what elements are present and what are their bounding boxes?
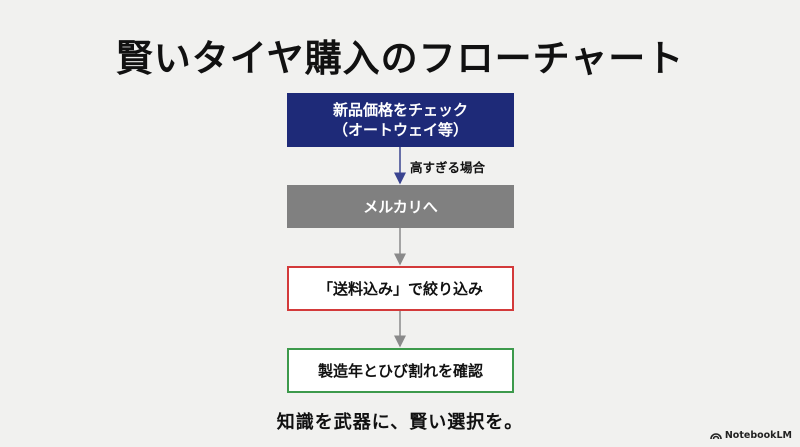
page-title: 賢いタイヤ購入のフローチャート [115, 37, 685, 80]
step-label: 新品価格をチェック [332, 101, 468, 119]
step-label: 「送料込み」で絞り込み [317, 279, 483, 298]
edge-label-too-expensive: 高すぎる場合 [410, 160, 486, 175]
logo-text: NotebookLM [724, 430, 792, 441]
notebooklm-logo: NotebookLM [710, 430, 792, 441]
notebooklm-logo-icon [710, 433, 722, 440]
step-check-year-and-cracks: 製造年とひび割れを確認 [287, 348, 514, 393]
step-check-new-price: 新品価格をチェック （オートウェイ等） [287, 93, 514, 147]
step-go-mercari: メルカリへ [287, 185, 514, 228]
step-sublabel: （オートウェイ等） [332, 121, 468, 139]
footer-tagline: 知識を武器に、賢い選択を。 [276, 412, 524, 433]
step-label: メルカリへ [363, 197, 438, 216]
step-filter-shipping-included: 「送料込み」で絞り込み [287, 266, 514, 311]
step-label: 製造年とひび割れを確認 [317, 361, 483, 380]
